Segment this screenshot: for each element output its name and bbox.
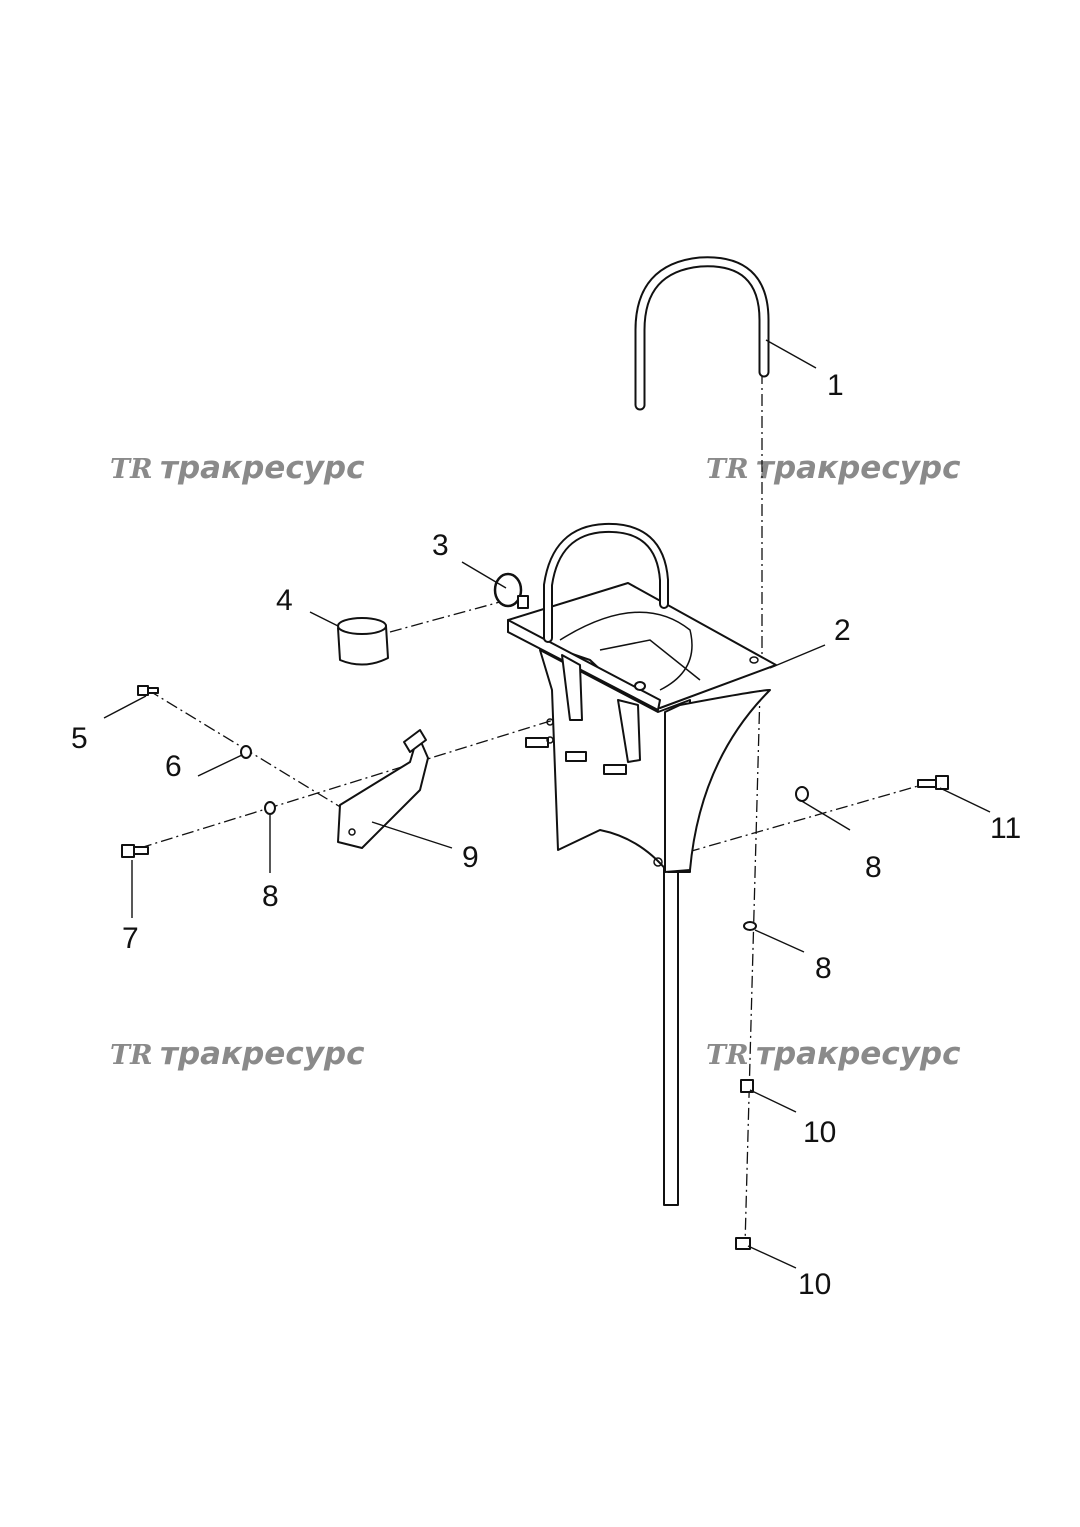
watermark-text: тракресурс <box>160 1036 365 1072</box>
watermark-top-left: TR тракресурс <box>110 450 365 486</box>
watermark-bottom-right: TR тракресурс <box>706 1036 961 1072</box>
part-10-nut-lower <box>735 1237 751 1250</box>
part-11-bolt <box>917 775 949 790</box>
leader-lines <box>103 339 991 1269</box>
part-7-bolt <box>121 844 149 858</box>
callout-2: 2 <box>834 614 851 647</box>
part-5-bolt <box>137 685 159 696</box>
callout-8-bottom: 8 <box>815 952 832 985</box>
callout-6: 6 <box>165 750 182 783</box>
part-8-washer-bottom <box>743 921 757 931</box>
watermark-logo: TR <box>706 454 749 485</box>
watermark-logo: TR <box>110 1040 153 1071</box>
callout-5: 5 <box>71 722 88 755</box>
watermark-text: тракресурс <box>756 1036 961 1072</box>
axis-bolt-11 <box>687 783 926 853</box>
part-4-cap <box>337 617 389 666</box>
part-2-bracket <box>507 522 777 1206</box>
callout-numbers: 1 2 3 4 5 6 7 8 8 8 9 10 10 11 <box>71 369 1021 1301</box>
callout-10-upper: 10 <box>803 1116 836 1149</box>
part-6-washer <box>240 745 252 759</box>
watermark-logo: TR <box>706 1040 749 1071</box>
callout-11: 11 <box>990 812 1021 845</box>
part-3-clamp <box>493 572 529 609</box>
assembly-axes <box>139 372 926 1246</box>
watermark-bottom-left: TR тракресурс <box>110 1036 365 1072</box>
part-8-washer-left <box>264 801 276 815</box>
watermark-top-right: TR тракресурс <box>706 450 961 486</box>
callout-9: 9 <box>462 841 479 874</box>
callout-10-lower: 10 <box>798 1268 831 1301</box>
watermark-logo: TR <box>110 454 153 485</box>
part-10-nut-upper <box>740 1079 754 1093</box>
axis-vertical-fasteners <box>744 689 761 1246</box>
callout-4: 4 <box>276 584 293 617</box>
watermark-text: тракресурс <box>756 450 961 486</box>
callout-8-left: 8 <box>262 880 279 913</box>
callout-8-right: 8 <box>865 851 882 884</box>
callout-1: 1 <box>827 369 844 402</box>
callout-3: 3 <box>432 529 449 562</box>
axis-bolt-7 <box>139 717 561 849</box>
part-9-small-bracket <box>337 729 429 849</box>
callout-7: 7 <box>122 922 139 955</box>
part-1-u-bolt <box>634 256 770 411</box>
axis-cap <box>389 601 501 633</box>
part-8-washer-right <box>795 786 809 802</box>
watermark-text: тракресурс <box>160 450 365 486</box>
